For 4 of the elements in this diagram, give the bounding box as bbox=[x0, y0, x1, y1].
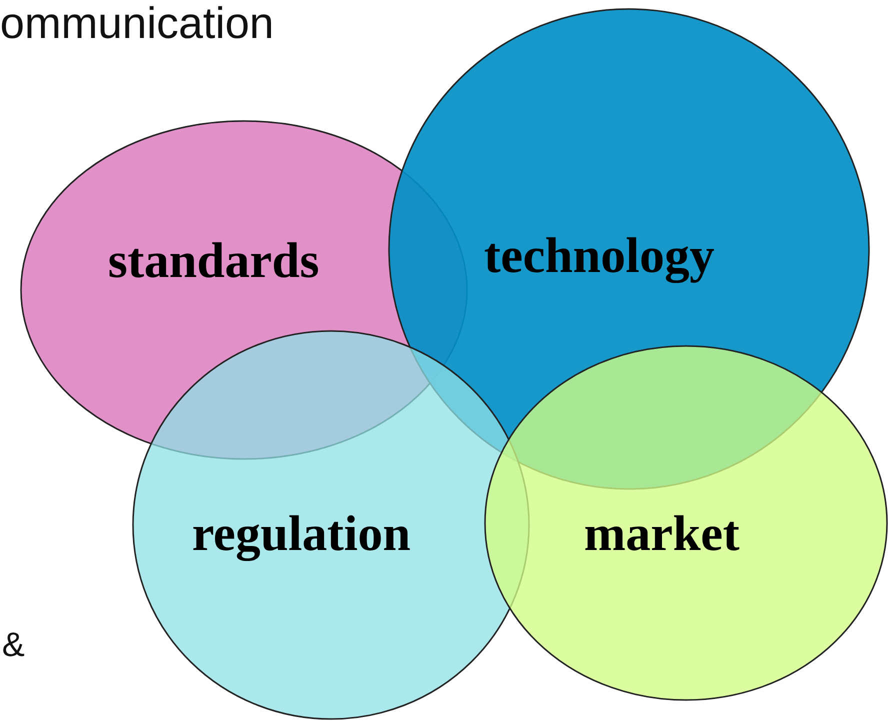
circle-label: standards bbox=[108, 235, 320, 285]
text-fragment: & bbox=[2, 628, 25, 662]
text-fragment: ommunication bbox=[0, 2, 274, 46]
circle-label: market bbox=[584, 508, 740, 558]
